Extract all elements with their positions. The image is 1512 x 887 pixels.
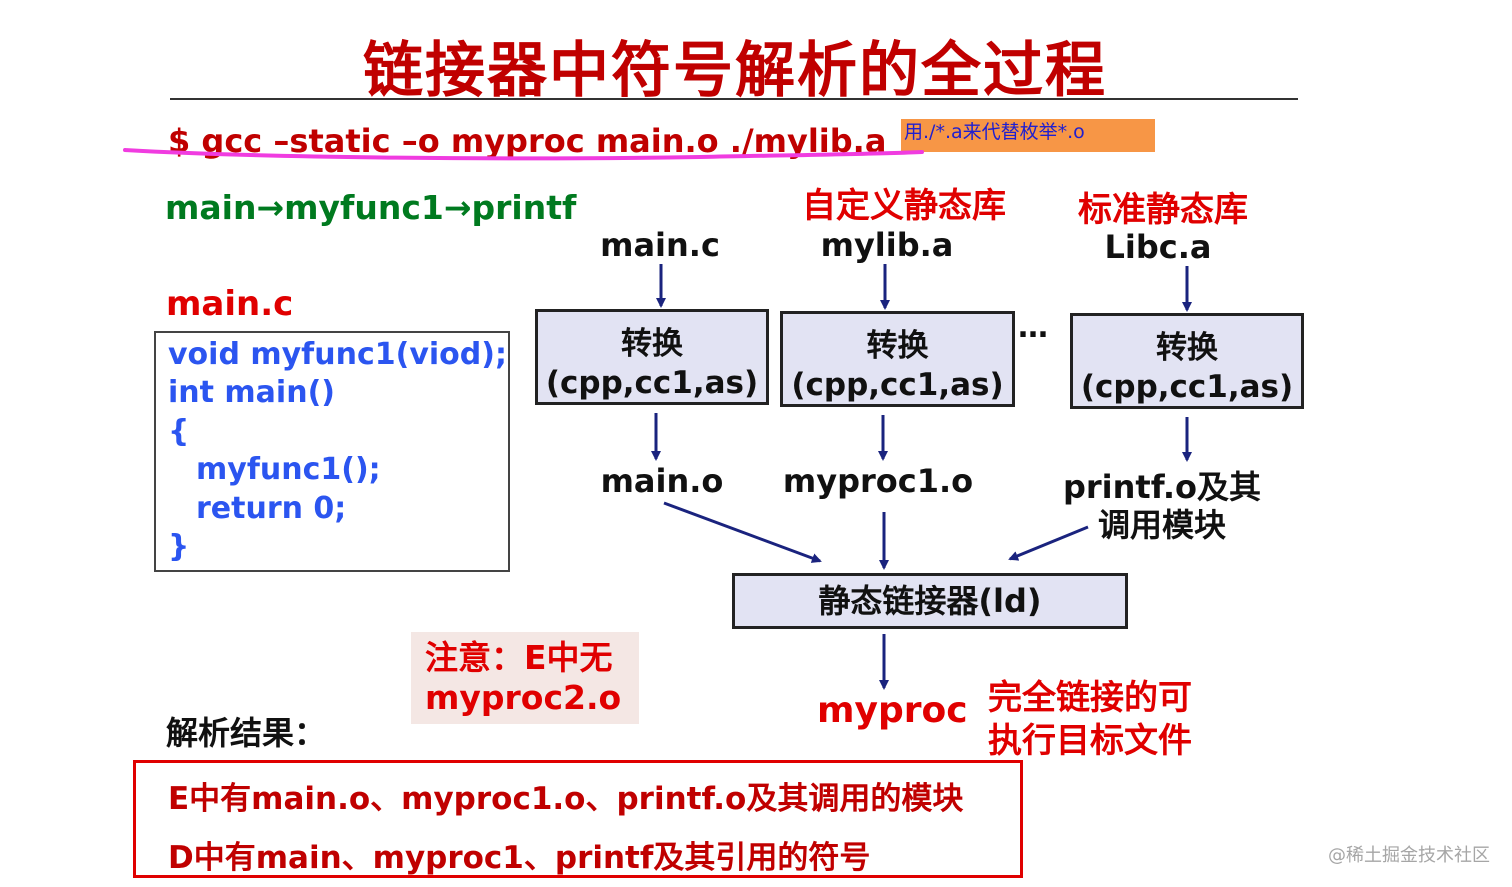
code-line: int main() bbox=[168, 375, 335, 410]
convert-label: 转换 bbox=[866, 328, 929, 364]
toolchain-label: (cpp,cc1,as) bbox=[1080, 369, 1294, 405]
convert-label: 转换 bbox=[621, 326, 683, 362]
output-myproc: myproc bbox=[817, 690, 968, 731]
title-divider bbox=[170, 98, 1298, 100]
input-main-c: main.c bbox=[600, 226, 720, 264]
result-heading: 解析结果： bbox=[166, 714, 327, 752]
call-chain: main→myfunc1→printf bbox=[165, 188, 577, 227]
output-desc-line1: 完全链接的可 bbox=[988, 678, 1192, 718]
page-title: 链接器中符号解析的全过程 bbox=[363, 36, 1107, 106]
highlighter-stroke bbox=[123, 148, 924, 161]
output-myproc1-o: myproc1.o bbox=[782, 462, 974, 500]
code-line: return 0; bbox=[196, 491, 347, 526]
convert-box-libc: 转换 (cpp,cc1,as) bbox=[1070, 313, 1304, 409]
code-line: void myfunc1(viod); bbox=[168, 337, 507, 372]
note-line: 注意：E中无 bbox=[425, 638, 613, 677]
gcc-command: $ gcc –static –o myproc main.o ./mylib.a bbox=[168, 122, 887, 160]
toolchain-label: (cpp,cc1,as) bbox=[545, 365, 759, 401]
output-desc-line2: 执行目标文件 bbox=[988, 721, 1192, 761]
note-box: 注意：E中无 myproc2.o bbox=[411, 632, 639, 724]
result-line: D中有main、myproc1、printf及其引用的符号 bbox=[168, 840, 871, 876]
output-printf-o: printf.o及其 bbox=[1062, 468, 1262, 506]
convert-label: 转换 bbox=[1156, 330, 1218, 366]
highlight-note: 用./*.a来代替枚举*.o bbox=[901, 119, 1155, 152]
output-main-o: main.o bbox=[600, 462, 724, 500]
result-box: E中有main.o、myproc1.o、printf.o及其调用的模块 D中有m… bbox=[133, 760, 1023, 878]
convert-box-main: 转换 (cpp,cc1,as) bbox=[535, 309, 769, 405]
output-printf-modules: 调用模块 bbox=[1097, 506, 1226, 544]
input-libc-a: Libc.a bbox=[1104, 228, 1212, 266]
ellipsis: … bbox=[1018, 310, 1048, 345]
std-lib-label: 标准静态库 bbox=[1078, 190, 1248, 230]
toolchain-label: (cpp,cc1,as) bbox=[791, 367, 1004, 403]
arrow-main-o-to-linker bbox=[663, 501, 822, 563]
result-line: E中有main.o、myproc1.o、printf.o及其调用的模块 bbox=[168, 781, 964, 817]
convert-box-mylib: 转换 (cpp,cc1,as) bbox=[780, 311, 1015, 407]
code-line: } bbox=[168, 529, 190, 564]
note-line: myproc2.o bbox=[425, 678, 622, 717]
code-line: myfunc1(); bbox=[196, 452, 381, 487]
custom-lib-label: 自定义静态库 bbox=[802, 186, 1006, 226]
main-c-label: main.c bbox=[166, 284, 294, 324]
static-linker-box: 静态链接器(ld) bbox=[732, 573, 1128, 629]
code-box: void myfunc1(viod); int main() { myfunc1… bbox=[154, 331, 510, 572]
code-line: { bbox=[168, 414, 190, 449]
watermark: @稀土掘金技术社区 bbox=[1328, 845, 1490, 866]
arrow-printf-o-to-linker bbox=[1008, 525, 1089, 561]
input-mylib-a: mylib.a bbox=[820, 226, 954, 264]
